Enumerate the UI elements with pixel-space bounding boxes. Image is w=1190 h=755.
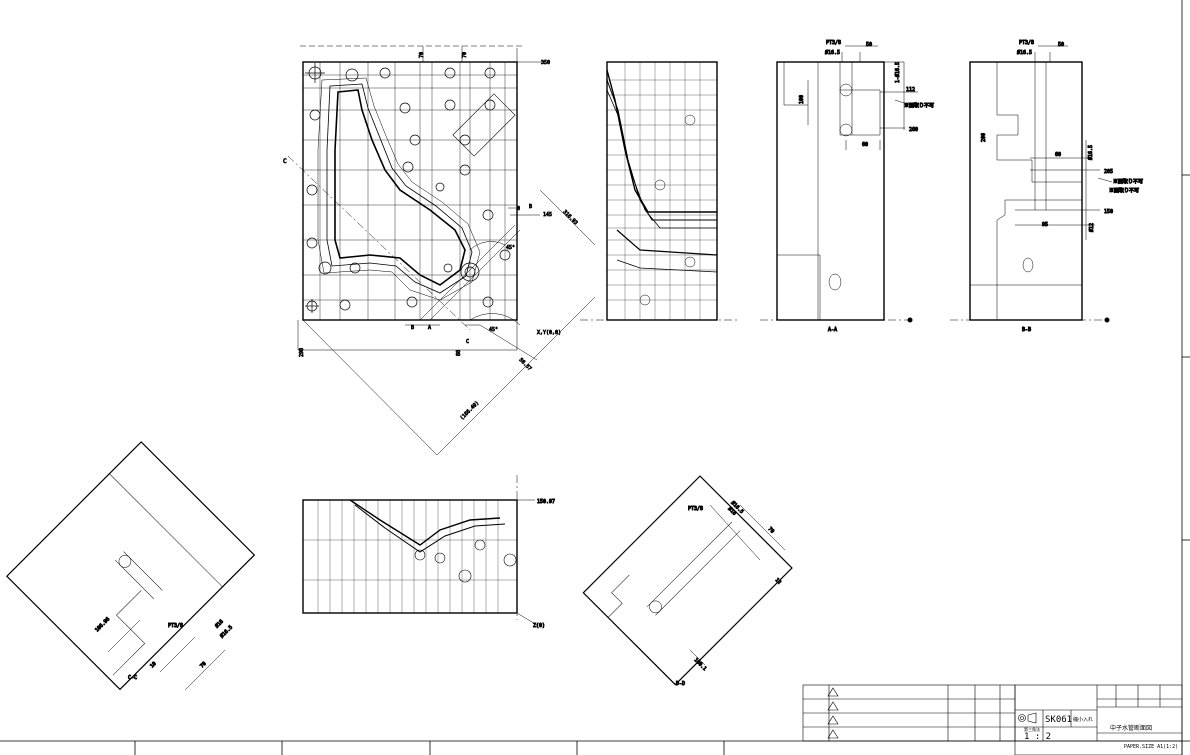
aa-dim-60: 60 (862, 142, 868, 148)
bb-note-1: ※面取り不可 (1113, 179, 1143, 185)
drawing-scale: 1 : 2 (1024, 732, 1051, 742)
dim-xy-origin: X,Y(0,0) (537, 330, 561, 336)
bb-dim-205: 205 (1104, 169, 1113, 175)
dim-145: 145 (543, 212, 552, 218)
cc-dim-16: Ø16 (213, 618, 224, 629)
section-mark-c-bottom: C (466, 339, 469, 345)
section-mark-a-bottom: A (428, 325, 431, 331)
side-view (580, 61, 740, 321)
title-block (1014, 684, 1183, 755)
section-mark-b-top: B (529, 204, 532, 210)
aa-dim-50: 50 (866, 42, 872, 48)
bb-dim-16b: Ø16.5 (1087, 145, 1094, 160)
dd-pt38: PT3/8 (688, 506, 703, 512)
aa-pt38: PT3/8 (826, 40, 841, 46)
cc-label: C-C (128, 675, 137, 681)
drawing-title: 中子水管断面図 (1110, 724, 1152, 732)
dim-70-a: 70 (419, 52, 425, 58)
view-cc: PT3/8 Ø16 Ø16.5 10 70 106.96 C-C (5, 441, 256, 691)
dim-70-b: 70 (462, 52, 468, 58)
cc-dim-70: 70 (199, 661, 208, 670)
dim-45-b: 45° (489, 327, 498, 333)
dd-dim-12: 12 (774, 577, 783, 586)
view-bb: PT3/8 50 Ø16.5 60 205 150 95 200 Ø16.5 Ø… (950, 40, 1144, 334)
view-aa: PT3/8 50 Ø16.5 112 260 60 100 ※面取り不可 1-Ø… (760, 40, 935, 334)
aa-label: A-A (828, 327, 837, 333)
bb-dim-16: Ø16.5 (1017, 49, 1032, 56)
bb-dim-200: 200 (981, 133, 987, 142)
aa-dim-112: 112 (906, 87, 915, 93)
title-small-label: 縮小入れ (1073, 716, 1093, 723)
front-dim-z: Z(0) (533, 623, 545, 629)
front-view: 150.97 Z(0) (302, 475, 556, 630)
cc-dim-10: 10 (149, 661, 158, 670)
drawing-number: SK061 (1045, 715, 1072, 725)
dim-45-a: 45° (506, 245, 515, 251)
revision-table (802, 684, 1016, 742)
aa-dim-16: Ø16.5 (825, 49, 840, 56)
bb-dim-50: 50 (1058, 42, 1064, 48)
bb-dim-60: 60 (1055, 152, 1061, 158)
bb-dim-12: Ø12 (1088, 223, 1095, 232)
bb-pt38: PT3/8 (1019, 40, 1034, 46)
cc-pt38: PT3/8 (168, 623, 183, 629)
bb-dim-150: 150 (1104, 209, 1113, 215)
paper-size: PAPER.SIZE A1(1:2) (1124, 744, 1178, 750)
dim-88: 88 (456, 350, 462, 356)
aa-dim-100: 100 (799, 95, 805, 104)
dim-316: 316.93 (562, 209, 579, 226)
dim-0-a: 0 (517, 206, 520, 212)
view-dd: PT3/8 Ø16.5 Ø16 70 12 100.1 D-D (582, 475, 793, 688)
dd-dim-70: 70 (767, 526, 776, 535)
dim-56: 56.57 (518, 357, 533, 372)
projection-label: 第三角法 (1024, 726, 1040, 732)
bb-note-2: ※面取り不可 (1109, 188, 1139, 194)
aa-dim-hole: 1-Ø16.5 (894, 62, 901, 83)
bb-label: B-B (1022, 327, 1031, 333)
aa-dim-260: 260 (909, 127, 918, 133)
front-dim-150: 150.97 (537, 499, 555, 505)
section-mark-b-bottom: B (411, 325, 414, 331)
top-view: 70 70 350 145 0 316.93 45° 45° 298 88 X,… (283, 45, 596, 456)
cc-dim-106: 106.96 (94, 616, 111, 633)
bb-dim-95: 95 (1042, 222, 1048, 228)
dim-350: 350 (541, 60, 550, 66)
aa-note: ※面取り不可 (904, 103, 934, 109)
section-mark-c-top: C (283, 158, 287, 165)
dd-label: D-D (676, 681, 685, 687)
dim-298: 298 (299, 348, 305, 357)
dim-166: (166.49) (459, 400, 480, 421)
